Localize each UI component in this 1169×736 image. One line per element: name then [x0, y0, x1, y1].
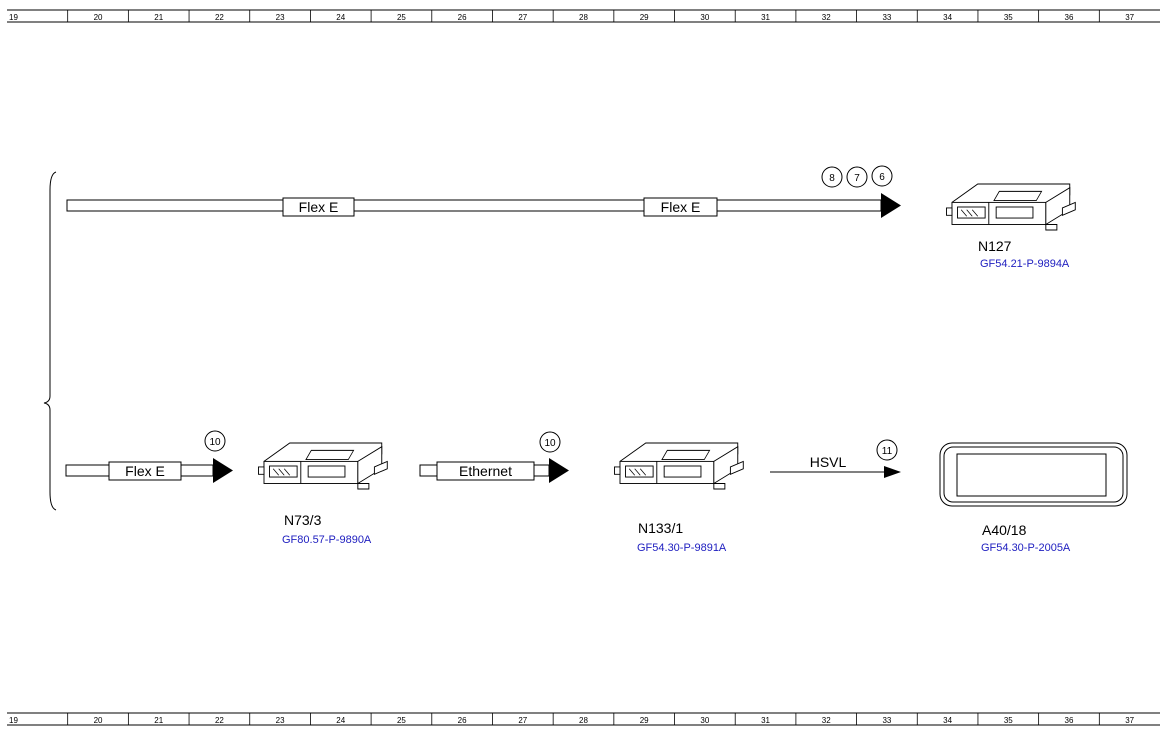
top-ruler-number: 27: [518, 13, 527, 22]
top-ruler-number: 31: [761, 13, 770, 22]
top-ruler-number: 30: [700, 13, 709, 22]
component-a40-18-ref[interactable]: GF54.30-P-2005A: [981, 542, 1071, 554]
top-ruler-border: [7, 9, 1160, 23]
bottom-ruler-number: 27: [518, 716, 527, 725]
component-n73-3-name: N73/3: [284, 512, 322, 528]
control-unit-icon: [614, 442, 744, 490]
component-n133-1-ref[interactable]: GF54.30-P-9891A: [637, 542, 727, 554]
bottom-connection-2: Ethernet 10: [419, 431, 569, 483]
component-a40-18[interactable]: A40/18 GF54.30-P-2005A: [939, 442, 1128, 554]
top-ruler-number: 23: [276, 13, 285, 22]
bottom-ruler-number: 22: [215, 716, 224, 725]
control-unit-icon: [946, 183, 1076, 231]
top-ruler-number: 37: [1125, 13, 1134, 22]
bottom-wire-label-1: Flex E: [125, 463, 165, 479]
component-n127-name: N127: [978, 238, 1012, 254]
marker-bottom-3: 11: [882, 446, 893, 457]
bottom-ruler-number: 30: [700, 716, 709, 725]
bottom-ruler-number: 35: [1004, 716, 1013, 725]
top-ruler-number: 25: [397, 13, 406, 22]
bottom-wire-label-3: HSVL: [810, 454, 847, 470]
bottom-ruler-number: 20: [94, 716, 103, 725]
bottom-ruler: 19 20 21 22 23 24 25 26 27 28 29 30 31 32 33 34 35 36 37: [7, 712, 1160, 726]
bottom-wire-label-box-2: [436, 461, 535, 481]
marker-top-1: 8: [829, 173, 835, 184]
top-wire-label-2: Flex E: [661, 199, 701, 215]
marker-top-3: 6: [879, 172, 885, 183]
bottom-wire-label-2: Ethernet: [459, 463, 512, 479]
bottom-ruler-number: 25: [397, 716, 406, 725]
component-n133-1[interactable]: N133/1 GF54.30-P-9891A: [614, 442, 744, 554]
group-brace: [43, 171, 57, 511]
bottom-ruler-number: 24: [336, 716, 345, 725]
top-ruler-number: 26: [458, 13, 467, 22]
bottom-connection-3: HSVL 11: [770, 439, 901, 478]
top-wire-label-1: Flex E: [299, 199, 339, 215]
bottom-ruler-number: 32: [822, 716, 831, 725]
bottom-ruler-border: [7, 712, 1160, 726]
top-ruler-number: 29: [640, 13, 649, 22]
top-ruler-number: 20: [94, 13, 103, 22]
top-ruler-number: 28: [579, 13, 588, 22]
top-ruler-number: 19: [9, 13, 18, 22]
top-connection: Flex E Flex E 8 7 6: [66, 165, 901, 218]
bottom-arrow-head-3: [884, 466, 901, 478]
top-wire-label-box-1: [282, 197, 355, 217]
bottom-ruler-number: 34: [943, 716, 952, 725]
control-unit-icon: [258, 442, 388, 490]
marker-circle-bottom-1: [204, 430, 226, 452]
bottom-arrow-head-1: [213, 458, 233, 483]
top-wire-label-box-2: [643, 197, 718, 217]
top-ruler-number: 32: [822, 13, 831, 22]
component-n127[interactable]: N127 GF54.21-P-9894A: [946, 183, 1076, 270]
marker-bottom-2: 10: [544, 438, 556, 449]
component-n133-1-name: N133/1: [638, 520, 683, 536]
top-ruler-number: 36: [1065, 13, 1074, 22]
marker-bottom-1: 10: [209, 437, 221, 448]
top-arrow-head: [881, 193, 901, 218]
bottom-ruler-number: 26: [458, 716, 467, 725]
bottom-ruler-number: 33: [882, 716, 891, 725]
top-ruler-number: 33: [882, 13, 891, 22]
top-ruler-number: 34: [943, 13, 952, 22]
bottom-wire-label-box-1: [108, 461, 182, 481]
top-ruler-number: 22: [215, 13, 224, 22]
top-ruler-number: 35: [1004, 13, 1013, 22]
marker-circle-top-1: [821, 166, 843, 188]
component-a40-18-name: A40/18: [982, 522, 1027, 538]
component-n73-3[interactable]: N73/3 GF80.57-P-9890A: [258, 442, 388, 546]
bottom-ruler-number: 21: [154, 716, 163, 725]
top-ruler: 19 20 21 22 23 24 25 26 27 28 29 30 31 32 33 34 35 36 37: [7, 9, 1160, 23]
marker-circle-bottom-2: [539, 431, 561, 453]
marker-circle-bottom-3: [876, 439, 898, 461]
bottom-ruler-number: 36: [1065, 716, 1074, 725]
component-n127-ref[interactable]: GF54.21-P-9894A: [980, 258, 1070, 270]
bottom-connection-1: Flex E 10: [65, 430, 233, 483]
component-n73-3-ref[interactable]: GF80.57-P-9890A: [282, 534, 372, 546]
bottom-ruler-number: 29: [640, 716, 649, 725]
marker-circle-top-3: [871, 165, 893, 187]
top-wire: [66, 199, 882, 212]
bottom-ruler-number: 23: [276, 716, 285, 725]
display-icon: [939, 442, 1128, 507]
marker-top-2: 7: [854, 173, 860, 184]
top-ruler-number: 21: [154, 13, 163, 22]
bottom-arrow-head-2: [549, 458, 569, 483]
marker-circle-top-2: [846, 166, 868, 188]
bottom-ruler-number: 37: [1125, 716, 1134, 725]
bottom-ruler-number: 19: [9, 716, 18, 725]
bottom-ruler-number: 31: [761, 716, 770, 725]
top-ruler-number: 24: [336, 13, 345, 22]
bottom-ruler-number: 28: [579, 716, 588, 725]
